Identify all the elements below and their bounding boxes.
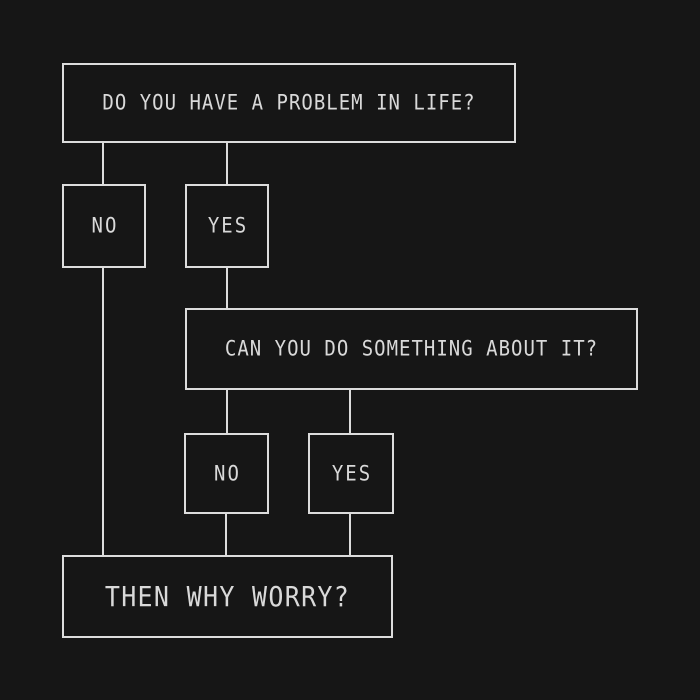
question2-box: CAN YOU DO SOMETHING ABOUT IT?	[185, 308, 638, 390]
connector-question1-to-yes1	[226, 141, 228, 184]
no2-box: NO	[184, 433, 269, 514]
connector-question2-to-no2	[226, 388, 228, 433]
no1-box: NO	[62, 184, 146, 268]
yes2-label: YES	[331, 461, 373, 486]
connector-yes1-to-question2	[226, 266, 228, 308]
yes1-label: YES	[207, 213, 249, 239]
no2-label: NO	[214, 461, 241, 486]
question2-label: CAN YOU DO SOMETHING ABOUT IT?	[224, 336, 599, 362]
connector-no1-to-result	[102, 266, 104, 556]
connector-question2-to-yes2	[349, 388, 351, 433]
connector-question1-to-no1	[102, 141, 104, 184]
connector-yes2-to-result	[349, 512, 351, 556]
yes2-box: YES	[308, 433, 394, 514]
result-box: THEN WHY WORRY?	[62, 555, 393, 638]
question1-label: DO YOU HAVE A PROBLEM IN LIFE?	[102, 90, 476, 116]
no1-label: NO	[91, 213, 119, 239]
result-label: THEN WHY WORRY?	[104, 580, 351, 613]
connector-no2-to-result	[225, 512, 227, 556]
yes1-box: YES	[185, 184, 269, 268]
question1-box: DO YOU HAVE A PROBLEM IN LIFE?	[62, 63, 516, 143]
